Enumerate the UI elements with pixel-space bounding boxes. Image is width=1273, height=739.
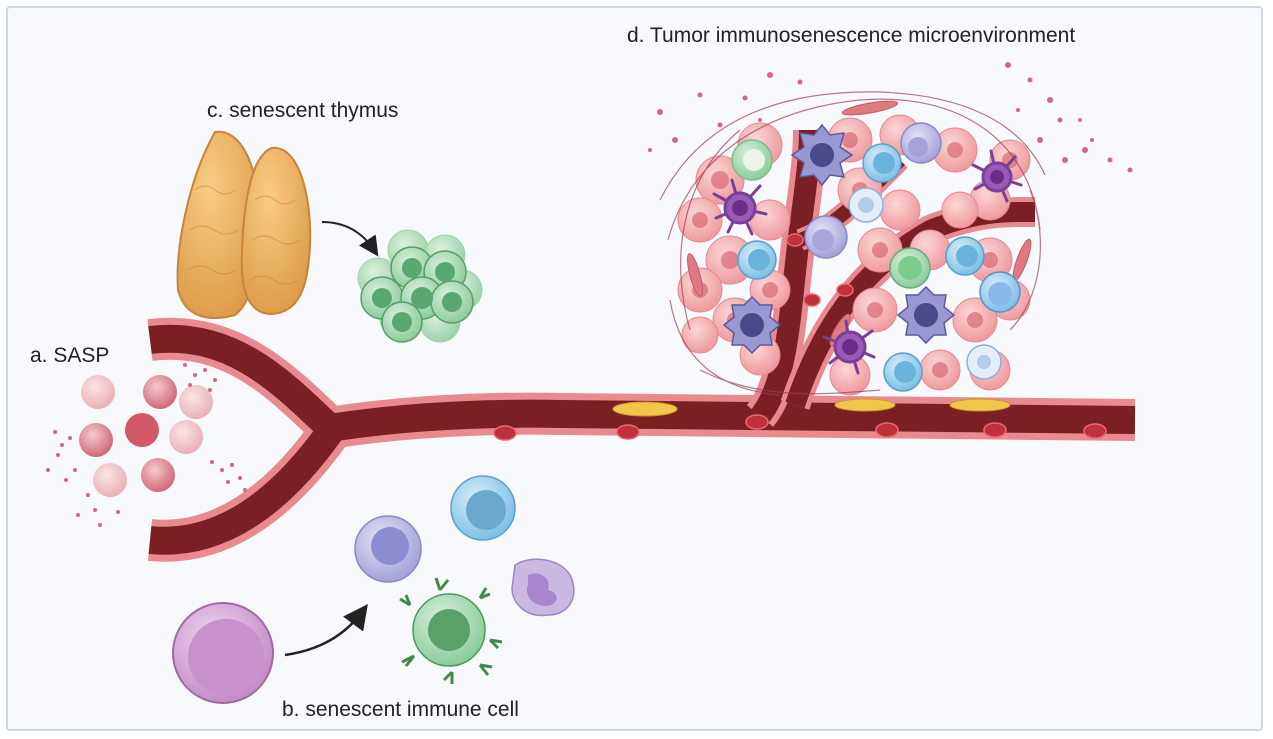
sasp-particles <box>46 363 247 527</box>
t-cell-cluster <box>357 229 483 343</box>
tumor-cluster <box>648 62 1133 396</box>
thymus-arrow <box>321 221 379 257</box>
label-sasp: a. SASP <box>30 344 110 367</box>
immune-cells <box>172 475 575 704</box>
dendritic-cell-icon <box>712 149 1023 375</box>
immune-arrow <box>284 603 368 657</box>
macrophage-icon <box>722 123 956 355</box>
label-senescent-thymus: c. senescent thymus <box>207 99 399 122</box>
label-senescent-immune-cell: b. senescent immune cell <box>282 698 519 721</box>
label-tumor-microenvironment: d. Tumor immunosenescence microenvironme… <box>627 24 1076 47</box>
thymus <box>176 130 312 319</box>
